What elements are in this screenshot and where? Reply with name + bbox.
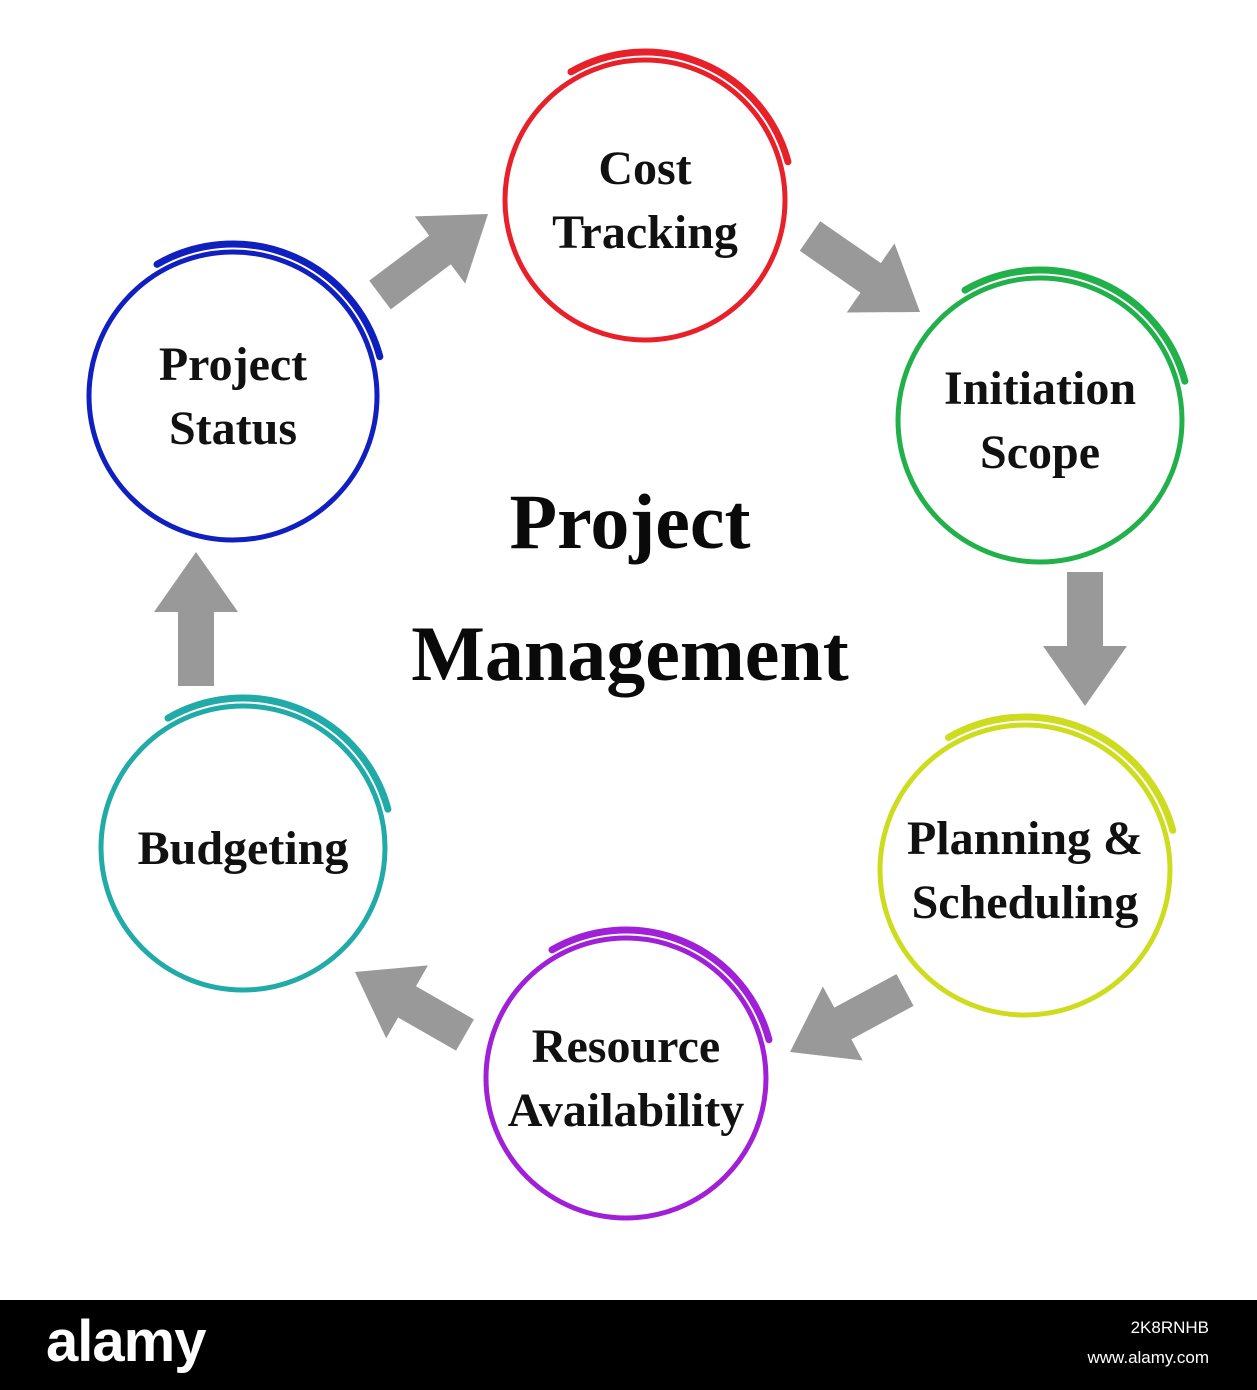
flow-arrow-icon bbox=[354, 965, 474, 1051]
node-sketch-stroke bbox=[961, 266, 1189, 385]
flow-arrow-icon bbox=[1043, 572, 1127, 706]
node-label-line: Initiation bbox=[944, 362, 1136, 415]
node-label-line: Availability bbox=[508, 1084, 744, 1137]
node-sketch-stroke bbox=[153, 240, 384, 361]
node-label-line: Resource bbox=[532, 1020, 720, 1073]
node-planning-scheduling: Planning & Scheduling bbox=[877, 713, 1177, 1018]
node-label-line: Cost bbox=[598, 142, 691, 195]
node-budgeting: Budgeting bbox=[98, 694, 392, 993]
site-url-label: www.alamy.com bbox=[1087, 1348, 1209, 1367]
center-title-line: Project bbox=[509, 478, 750, 565]
node-circle bbox=[895, 275, 1185, 565]
footer-bar: alamy 2K8RNHB www.alamy.com bbox=[0, 1300, 1257, 1390]
node-circle bbox=[483, 935, 769, 1221]
node-circle bbox=[98, 703, 388, 993]
node-label-line: Tracking bbox=[552, 206, 738, 259]
flow-arrow-icon bbox=[790, 974, 914, 1061]
brand-logo: alamy bbox=[46, 1309, 206, 1374]
center-title-line: Management bbox=[411, 610, 849, 697]
node-label-line: Budgeting bbox=[138, 822, 349, 875]
image-id-label: 2K8RNHB bbox=[1130, 1318, 1209, 1337]
flow-arrow-icon bbox=[154, 552, 238, 686]
node-label-line: Scope bbox=[980, 426, 1100, 479]
node-sketch-stroke bbox=[567, 48, 792, 166]
node-label-line: Status bbox=[169, 402, 297, 455]
node-sketch-stroke bbox=[945, 713, 1177, 834]
node-label-line: Project bbox=[159, 338, 307, 391]
node-sketch-stroke bbox=[164, 694, 392, 813]
node-label-line: Planning & bbox=[907, 812, 1143, 865]
flow-arrow-icon bbox=[799, 221, 920, 313]
node-circle bbox=[86, 249, 380, 543]
flow-arrow-icon bbox=[369, 214, 489, 310]
node-sketch-stroke bbox=[548, 926, 773, 1044]
node-circle bbox=[502, 57, 788, 343]
node-circle bbox=[877, 722, 1173, 1018]
node-label-line: Scheduling bbox=[912, 876, 1139, 929]
